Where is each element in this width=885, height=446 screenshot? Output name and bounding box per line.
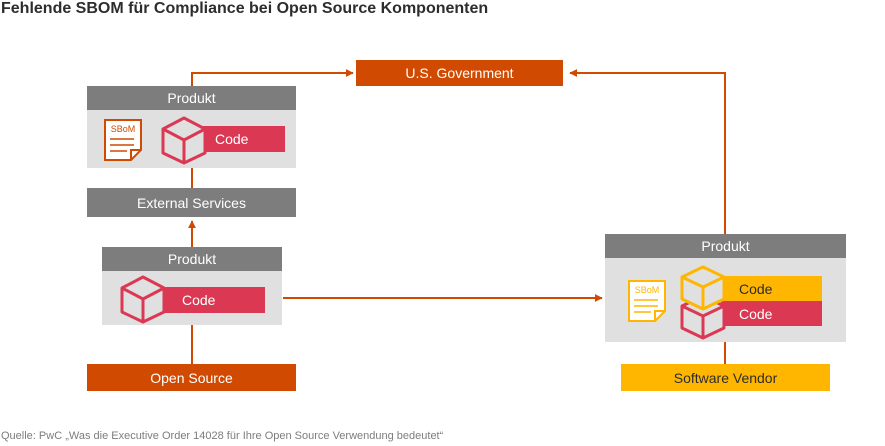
code-bar-open-source: Code	[721, 301, 822, 326]
sbom-label: SBoM	[635, 285, 660, 295]
code-label: Code	[215, 131, 249, 147]
sbom-document-icon: SBoM	[628, 280, 666, 322]
diagram-title: Fehlende SBOM für Compliance bei Open So…	[1, 0, 489, 17]
product-middle-header: Produkt	[102, 247, 282, 271]
code-label: Code	[182, 292, 216, 308]
code-label: Code	[739, 305, 773, 322]
code-cube-icon	[161, 116, 207, 165]
sbom-label: SBoM	[111, 124, 136, 134]
product-top-panel: Produkt SBoM Code	[87, 86, 296, 168]
code-cube-icon	[120, 275, 166, 324]
open-source-label: Open Source	[150, 369, 233, 386]
arrow-vendor-product-to-government	[569, 69, 726, 234]
code-bar-vendor: Code	[721, 276, 822, 301]
us-government-box: U.S. Government	[356, 60, 563, 86]
external-services-box: External Services	[87, 188, 296, 217]
code-bar-top: Code	[193, 126, 285, 152]
code-label: Code	[739, 280, 773, 297]
software-vendor-box: Software Vendor	[621, 364, 830, 391]
software-vendor-label: Software Vendor	[673, 369, 778, 386]
product-top-header: Produkt	[87, 86, 296, 110]
product-middle-panel: Produkt Code	[102, 247, 282, 325]
product-right-panel: Produkt SBoM Code Code	[605, 234, 846, 342]
source-note: Quelle: PwC „Was die Executive Order 140…	[1, 430, 444, 442]
code-cube-icon-vendor	[680, 265, 726, 311]
open-source-box: Open Source	[87, 364, 296, 391]
product-right-header: Produkt	[605, 234, 846, 258]
sbom-document-icon: SBoM	[104, 119, 142, 161]
code-cube-icon-open-source	[680, 294, 726, 340]
code-bar-middle: Code	[160, 287, 265, 313]
us-government-label: U.S. Government	[405, 65, 514, 81]
external-services-label: External Services	[137, 194, 246, 211]
arrow-product-to-government	[191, 69, 354, 86]
